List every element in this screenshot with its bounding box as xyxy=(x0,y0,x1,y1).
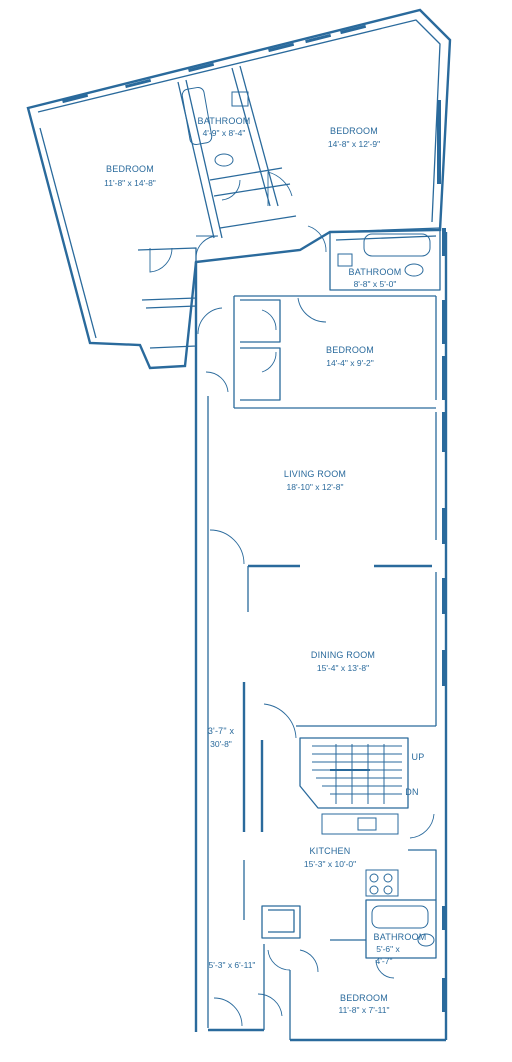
bedroom-2-dims: 14'-8" x 12'-9" xyxy=(328,139,380,149)
bedroom-3-name: BEDROOM xyxy=(326,345,374,355)
east-windows xyxy=(442,300,446,1012)
bedroom-3-dims: 14'-4" x 9'-2" xyxy=(326,358,374,368)
bathroom-3-dims-line2: 4'-7" xyxy=(376,956,393,966)
living-room-dims: 18'-10" x 12'-8" xyxy=(286,482,343,492)
bathroom-3-dims-line1: 5'-6" x xyxy=(376,944,400,954)
hall-dims-line1: 3'-7" x xyxy=(208,726,235,736)
door-swings xyxy=(149,171,435,1027)
bedroom-1-name: BEDROOM xyxy=(106,164,154,174)
kitchen-dims: 15'-3" x 10'-0" xyxy=(304,859,356,869)
bathroom-1-fixtures xyxy=(181,86,249,167)
bedroom-1-dims: 11'-8" x 14'-8" xyxy=(104,178,156,188)
bathroom-3-name: BATHROOM xyxy=(374,932,427,942)
stairs-up-label: UP xyxy=(412,752,425,762)
hall-dims-line2: 30'-8" xyxy=(210,739,232,749)
bathroom-2-name: BATHROOM xyxy=(349,267,402,277)
bedroom-2-name: BEDROOM xyxy=(330,126,378,136)
bathroom-1-dims: 4'-9" x 8'-4" xyxy=(203,128,246,138)
kitchen-name: KITCHEN xyxy=(310,846,351,856)
bedroom-4-name: BEDROOM xyxy=(340,993,388,1003)
bathroom-1-name: BATHROOM xyxy=(198,116,251,126)
bathroom-2-dims: 8'-8" x 5'-0" xyxy=(354,279,397,289)
dining-room-name: DINING ROOM xyxy=(311,650,375,660)
living-room-name: LIVING ROOM xyxy=(284,469,346,479)
bedroom-4-dims: 11'-8" x 7'-11" xyxy=(338,1005,389,1015)
stairs-dn-label: DN xyxy=(405,787,418,797)
dining-room-dims: 15'-4" x 13'-8" xyxy=(317,663,369,673)
north-windows xyxy=(62,24,446,256)
main-walls xyxy=(194,232,448,1042)
bathroom-2-fixtures xyxy=(337,233,431,277)
upper-wing-walls xyxy=(26,8,452,370)
staircase xyxy=(312,744,402,804)
foyer-dims: 5'-3" x 6'-11" xyxy=(209,960,256,970)
